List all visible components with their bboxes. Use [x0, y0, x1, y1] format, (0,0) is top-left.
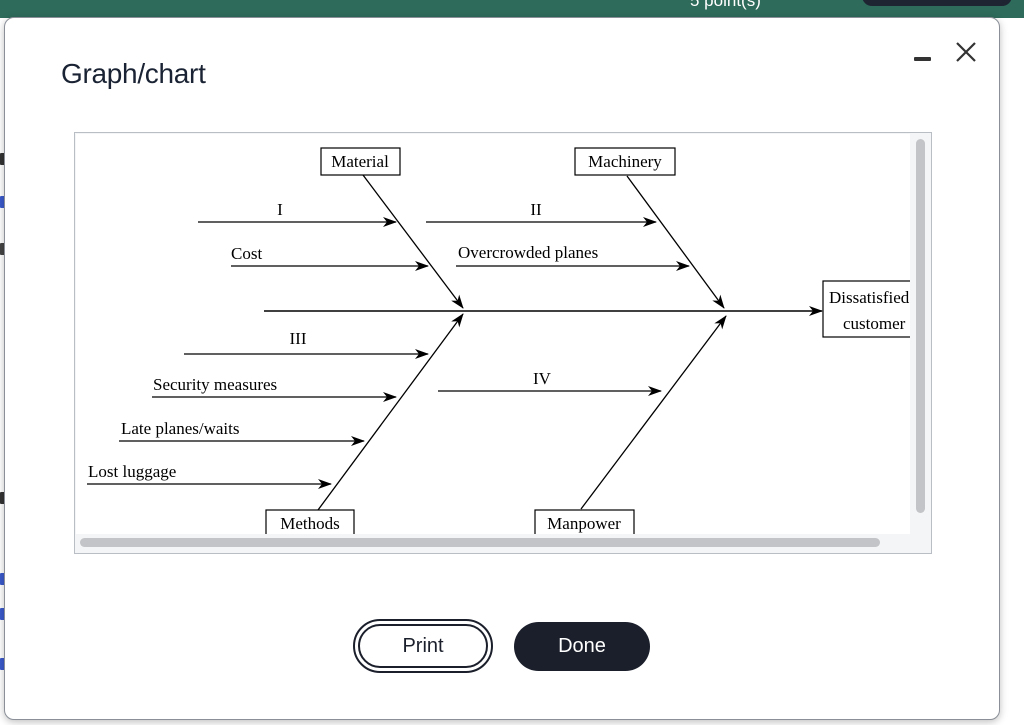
- cause-label-IV: IV: [533, 369, 552, 388]
- cause-label-cost: Cost: [231, 244, 262, 263]
- close-button[interactable]: [952, 38, 980, 66]
- dialog-title: Graph/chart: [61, 58, 206, 89]
- background-glyph: [0, 153, 6, 165]
- background-glyph: [0, 608, 6, 620]
- effect-line-1: Dissatisfied: [829, 288, 910, 307]
- done-button[interactable]: Done: [514, 622, 650, 671]
- methods-bone: [317, 313, 464, 511]
- machinery-label: Machinery: [588, 152, 662, 171]
- top-bar: 5 point(s): [0, 0, 1024, 18]
- diagram-viewer: Material Machinery Methods Manpower Diss…: [74, 132, 932, 554]
- horizontal-scrollbar[interactable]: [80, 538, 880, 547]
- manpower-box: [534, 509, 635, 534]
- close-icon: [956, 42, 976, 62]
- material-label: Material: [331, 152, 389, 171]
- background-glyph: [0, 573, 6, 585]
- manpower-label: Manpower: [547, 514, 621, 533]
- points-label: 5 point(s): [690, 0, 761, 10]
- cause-label-II: II: [530, 200, 542, 219]
- cause-label-I: I: [277, 200, 283, 219]
- fishbone-diagram: Material Machinery Methods Manpower Diss…: [76, 134, 910, 534]
- background-glyph: [0, 243, 6, 255]
- cause-label-overcrowded: Overcrowded planes: [458, 243, 598, 262]
- fishbone-svg: Material Machinery Methods Manpower Diss…: [87, 147, 910, 534]
- graph-chart-dialog: Graph/chart: [4, 17, 1000, 720]
- machinery-box: [574, 147, 676, 176]
- print-button-label: Print: [358, 624, 488, 668]
- cause-label-III: III: [290, 329, 307, 348]
- manpower-bone: [580, 315, 727, 510]
- cause-label-late: Late planes/waits: [121, 419, 240, 438]
- effect-box: [822, 280, 910, 338]
- machinery-bone: [626, 175, 725, 309]
- background-glyph: [0, 492, 6, 504]
- cause-label-luggage: Lost luggage: [88, 462, 176, 481]
- background-glyph: [0, 658, 6, 670]
- methods-box: [265, 509, 355, 534]
- material-bone: [362, 174, 464, 309]
- top-bar-pill: [862, 0, 1012, 6]
- methods-label: Methods: [280, 514, 340, 533]
- effect-line-2: customer: [843, 314, 906, 333]
- vertical-scrollbar[interactable]: [916, 139, 925, 513]
- minimize-icon: [914, 57, 931, 61]
- print-button[interactable]: Print: [353, 619, 493, 673]
- minimize-button[interactable]: [910, 46, 936, 72]
- background-glyph: [0, 196, 6, 208]
- cause-label-security: Security measures: [153, 375, 277, 394]
- material-box: [320, 147, 401, 176]
